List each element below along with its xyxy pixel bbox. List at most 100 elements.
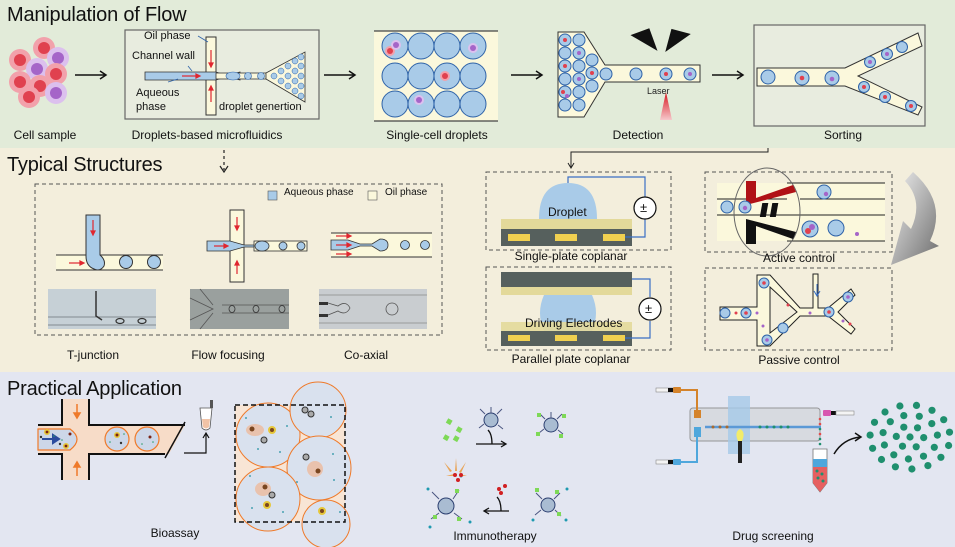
- passive-control-label: Passive control: [758, 353, 840, 367]
- driving-electrodes-label: Driving Electrodes: [525, 316, 623, 330]
- screened-droplet: [877, 455, 886, 464]
- parallel-plate-coplanar-illustration: [485, 266, 672, 351]
- curved-arrow-icon: [891, 172, 939, 265]
- screened-droplet: [937, 453, 945, 461]
- legend-swatch-oil: [367, 190, 378, 201]
- section-title-structures: Typical Structures: [7, 154, 163, 176]
- phase-annotation: phase: [136, 101, 166, 113]
- power-source-icon-single: ±: [640, 200, 648, 215]
- screened-droplet: [945, 428, 954, 436]
- manipulation-of-flow-section: Manipulation of Flow: [0, 0, 955, 148]
- screened-droplet: [940, 416, 948, 424]
- immunotherapy-illustration: [426, 407, 569, 529]
- flow-diagram: Laser: [9, 24, 926, 127]
- laser-label: Laser: [647, 86, 670, 96]
- drug-screening-illustration: [655, 387, 863, 493]
- nk-cell-icon: [430, 489, 463, 520]
- droplet-generation-annotation: droplet genertion: [219, 101, 302, 113]
- step-label-cell-sample: Cell sample: [13, 128, 77, 142]
- structures-diagram: [34, 148, 939, 351]
- passive-control-illustration: [704, 267, 893, 351]
- screened-droplet: [896, 402, 904, 410]
- screened-droplet: [900, 412, 908, 420]
- aqueous-annotation: Aqueous: [136, 87, 180, 99]
- screened-droplet: [924, 462, 932, 470]
- step-label-sorting: Sorting: [823, 128, 863, 142]
- screened-droplet: [890, 451, 898, 459]
- screened-droplet: [912, 401, 921, 409]
- section-title-flow: Manipulation of Flow: [7, 4, 187, 26]
- screened-droplet: [915, 412, 923, 420]
- screened-droplet: [920, 434, 928, 442]
- nk-cell-icon: [534, 492, 562, 517]
- screened-droplet: [881, 408, 889, 416]
- screened-droplet: [928, 406, 936, 414]
- active-control-illustration: [704, 167, 893, 257]
- legend-label-oil: Oil phase: [385, 187, 428, 198]
- screened-droplet: [930, 443, 938, 451]
- screened-droplet: [904, 455, 913, 463]
- co-axial-photo: [319, 289, 427, 329]
- step-label-detection: Detection: [612, 128, 664, 142]
- structure-label-co-axial: Co-axial: [343, 348, 389, 362]
- section-title-application: Practical Application: [7, 378, 182, 400]
- arrow-icon: [712, 70, 745, 80]
- syringe-icon: [823, 410, 855, 416]
- screened-droplet: [906, 433, 914, 441]
- screened-droplet: [866, 431, 874, 439]
- screened-droplet: [898, 442, 907, 450]
- oil-phase-annotation: Oil phase: [144, 30, 191, 42]
- arrow-icon: [511, 70, 544, 80]
- nk-cell-icon: [478, 407, 504, 430]
- structure-label-flow-focusing: Flow focusing: [191, 348, 265, 362]
- application-diagram: [37, 381, 954, 547]
- typical-structures-section: Typical Structures: [0, 148, 955, 372]
- application-label-immunotherapy: Immunotherapy: [453, 529, 537, 543]
- single-plate-coplanar-label: Single-plate coplanar: [514, 249, 628, 263]
- screened-droplet: [928, 420, 936, 428]
- droplet-label: Droplet: [548, 205, 587, 219]
- t-junction-illustration: [56, 214, 163, 271]
- active-control-label: Active control: [762, 251, 836, 265]
- structure-label-t-junction: T-junction: [66, 348, 120, 362]
- t-junction-photo: [48, 289, 156, 329]
- screened-droplet: [892, 432, 900, 440]
- arrow-icon: [75, 70, 108, 80]
- screened-droplet: [945, 441, 953, 450]
- screened-droplet: [891, 463, 900, 471]
- screened-droplet: [919, 452, 928, 460]
- screened-droplet: [886, 418, 894, 426]
- screened-droplet: [880, 441, 889, 449]
- legend-swatch-aqueous: [267, 190, 278, 201]
- syringe-icon: [655, 387, 681, 393]
- practical-application-section: Practical Application: [0, 372, 955, 547]
- application-label-drug-screening: Drug screening: [732, 529, 814, 543]
- bioassay-channel-illustration: [37, 399, 213, 480]
- screened-droplet: [912, 443, 920, 451]
- screened-droplet: [900, 423, 908, 431]
- channel-wall-annotation: Channel wall: [132, 50, 195, 62]
- power-source-icon-parallel: ±: [645, 301, 653, 316]
- step-label-single-cell-droplets: Single-cell droplets: [386, 128, 488, 142]
- application-label-bioassay: Bioassay: [150, 526, 200, 540]
- microfluidics-illustration: [124, 29, 320, 120]
- arrow-icon: [324, 70, 357, 80]
- legend-label-aqueous: Aqueous phase: [284, 187, 354, 198]
- step-label-microfluidics: Droplets-based microfluidics: [131, 128, 283, 142]
- co-axial-illustration: [330, 232, 432, 258]
- flow-focusing-illustration: [206, 209, 308, 283]
- sorting-illustration: [753, 24, 926, 127]
- screened-droplet: [879, 429, 887, 437]
- screened-droplet: [869, 444, 877, 452]
- parallel-plate-coplanar-label: Parallel plate coplanar: [511, 352, 631, 366]
- cell-sample-illustration: [9, 37, 69, 108]
- screened-droplet-cluster: [866, 401, 954, 473]
- bioassay-droplet-array: [234, 381, 352, 547]
- detection-illustration: [557, 28, 701, 120]
- single-cell-droplets-illustration: [374, 30, 498, 122]
- screened-droplet: [913, 424, 922, 432]
- nk-cell-icon: [538, 412, 564, 435]
- syringe-icon: [655, 459, 681, 465]
- single-plate-coplanar-illustration: [485, 171, 672, 251]
- flow-focusing-photo: [189, 288, 289, 330]
